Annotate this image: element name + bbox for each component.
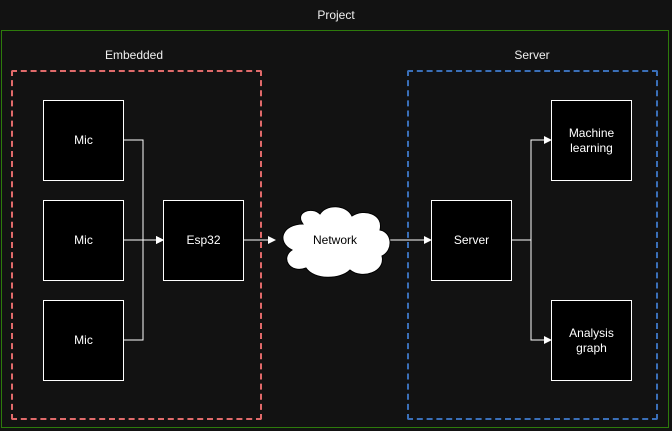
network-cloud-shape [282,206,391,278]
mic-node-1: Mic [43,100,124,181]
edge-mic-1-to-esp32 [123,139,164,244]
diagram-title: Project [317,8,355,22]
edge-mic-3-to-esp32 [123,236,164,341]
analysis-graph-node-label: Analysis graph [569,325,614,355]
esp32-node-label: Esp32 [186,233,221,247]
mic-node-3: Mic [43,300,124,381]
edge-server-to-analysis-graph [511,239,552,344]
server-node: Server [431,200,512,281]
mic-node-2: Mic [43,200,124,281]
embedded-group-label: Embedded [104,48,164,62]
mic-node-1-label: Mic [74,133,93,147]
network-label: Network [312,233,358,247]
machine-learning-node: Machine learning [551,100,632,181]
analysis-graph-node: Analysis graph [551,300,632,381]
mic-node-3-label: Mic [74,333,93,347]
mic-node-2-label: Mic [74,233,93,247]
server-group-label: Server [514,48,550,62]
server-group [407,70,658,420]
edge-server-to-machine-learning [511,136,552,241]
project-frame [1,30,669,428]
machine-learning-node-label: Machine learning [568,125,615,155]
esp32-node: Esp32 [163,200,244,281]
embedded-group [11,70,262,420]
server-node-label: Server [453,233,490,247]
